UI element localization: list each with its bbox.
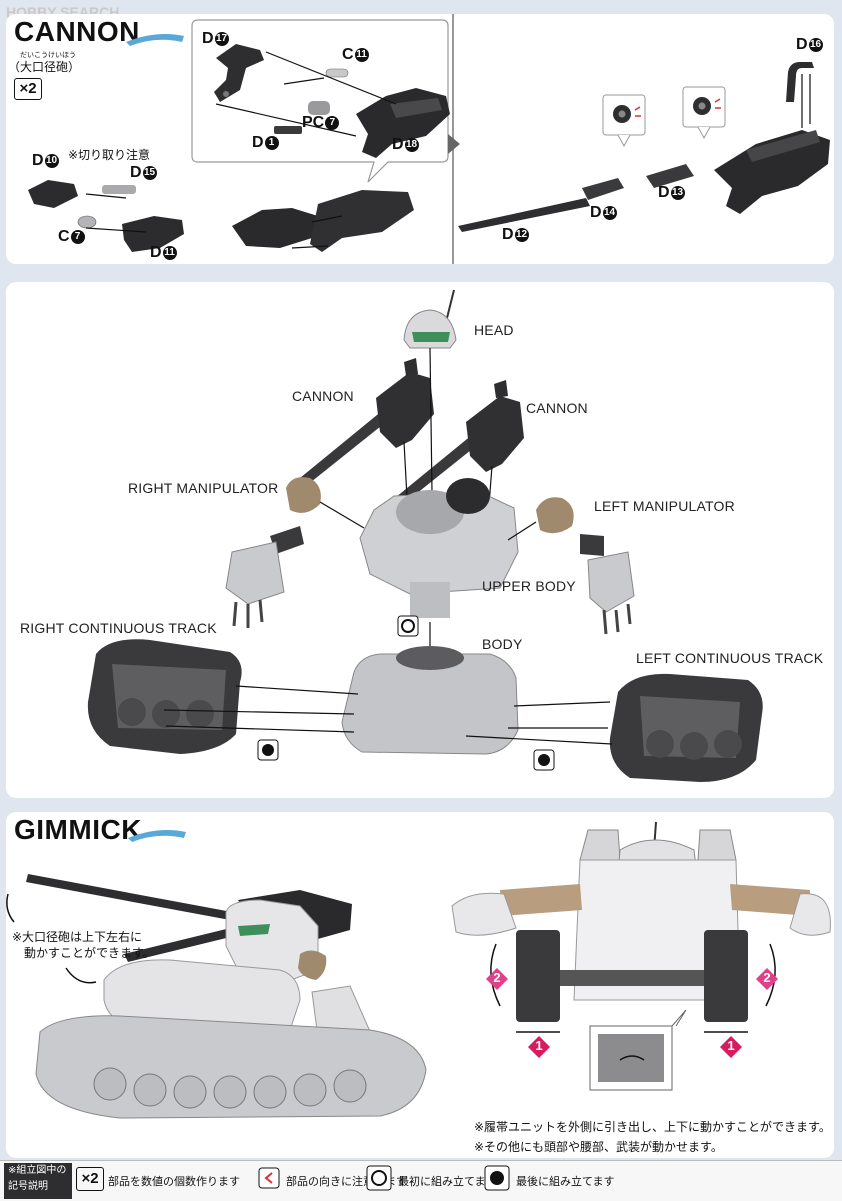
callout-arrows	[215, 51, 397, 137]
cannon-subtitle-ruby: だいこうけいほう	[20, 51, 76, 59]
part-d17-drawing	[214, 44, 264, 102]
part-pc7-drawing	[308, 101, 330, 115]
part-d16-handle-drawing	[786, 62, 814, 102]
title-swoosh-cannon	[126, 34, 184, 46]
label-cannon-right: CANNON	[526, 400, 588, 416]
step-chevron-icon	[448, 134, 460, 154]
part-c11-drawing	[325, 68, 349, 78]
legend-first-icon	[366, 1165, 392, 1191]
gimmick-title: GIMMICK	[14, 814, 142, 845]
last-assemble-icon-2	[533, 749, 555, 771]
step-1-label-right: 1	[727, 1038, 735, 1053]
symbol-legend: ※組立図中の 記号説明 ×2 部品を数値の個数作ります 部品の向きに注意します …	[0, 1160, 842, 1201]
legend-title-line2: 記号説明	[8, 1181, 48, 1192]
cut-note: ※切り取り注意	[68, 148, 151, 162]
barrel-d14-drawing	[582, 178, 624, 200]
barrel-d13-drawing	[646, 164, 694, 188]
label-left-manipulator: LEFT MANIPULATOR	[594, 498, 735, 514]
legend-title-line1: ※組立図中の	[8, 1165, 67, 1176]
step-2-label-left: 2	[493, 970, 501, 985]
head-part	[403, 289, 457, 349]
label-right-manipulator: RIGHT MANIPULATOR	[128, 480, 279, 496]
gimmick-note-cannon-line1: ※大口径砲は上下左右に	[12, 930, 143, 944]
cannon-right-part	[390, 380, 524, 510]
part-d15-drawing	[102, 185, 136, 194]
legend-title: ※組立図中の 記号説明	[4, 1163, 72, 1199]
gimmick-note-other: ※その他にも頭部や腰部、武装が動かせます。	[474, 1140, 723, 1154]
step-1-label-left: 1	[535, 1038, 543, 1053]
label-head: HEAD	[474, 322, 514, 338]
first-assemble-icon	[397, 615, 419, 637]
title-swoosh-gimmick	[128, 830, 186, 842]
part-d18-drawing	[356, 88, 450, 158]
right-track-part	[87, 639, 242, 754]
cannon-left-part	[300, 358, 434, 486]
label-left-track: LEFT CONTINUOUS TRACK	[636, 650, 824, 666]
cannon-body-d16-drawing	[714, 130, 830, 214]
multiplier-badge: ×2	[14, 78, 42, 100]
part-d11-drawing	[122, 216, 184, 252]
label-body: BODY	[482, 636, 523, 652]
label-upper-body: UPPER BODY	[482, 578, 576, 594]
barrel-d12-drawing	[458, 198, 590, 232]
cannon-title: CANNON	[14, 16, 140, 47]
orient-detail-1	[602, 94, 646, 148]
step-2-icon-right	[756, 968, 778, 990]
cannon-subtitle: （大口径砲）	[8, 60, 81, 74]
label-cannon-left: CANNON	[292, 388, 354, 404]
last-assemble-icon-1	[257, 739, 279, 761]
legend-x2-badge: ×2	[76, 1167, 104, 1191]
lower-arrows	[85, 193, 147, 233]
step-1-icon-left	[528, 1036, 550, 1058]
orient-detail-2	[682, 86, 726, 140]
label-right-track: RIGHT CONTINUOUS TRACK	[20, 620, 217, 636]
gimmick-note-cannon-line2: 動かすことができます。	[24, 946, 155, 960]
gimmick-note-track: ※履帯ユニットを外側に引き出し、上下に動かすことができます。	[474, 1120, 831, 1134]
upper-body-part	[359, 478, 519, 618]
left-manipulator-part	[507, 497, 635, 635]
gimmick-tank-drawing	[6, 874, 427, 1119]
legend-last-icon	[484, 1165, 510, 1191]
step-2-label-right: 2	[763, 970, 771, 985]
left-track-part	[609, 673, 763, 782]
part-d10-drawing	[28, 180, 78, 208]
barrel-assembly-arrows	[801, 74, 811, 128]
step-1-icon-right	[720, 1036, 742, 1058]
gimmick-front-drawing	[451, 821, 831, 1091]
part-d1-drawing	[274, 126, 302, 134]
legend-x2-text: 部品を数値の個数作ります	[108, 1175, 240, 1188]
assembly-drawing	[87, 289, 763, 782]
body-part	[341, 646, 519, 755]
legend-orient-icon	[258, 1167, 280, 1189]
right-manipulator-part	[225, 477, 365, 628]
legend-last-text: 最後に組み立てます	[516, 1175, 615, 1188]
step-2-icon-left	[486, 968, 508, 990]
assembled-half-drawing	[232, 190, 414, 252]
legend-first-text: 最初に組み立てます	[398, 1175, 497, 1188]
